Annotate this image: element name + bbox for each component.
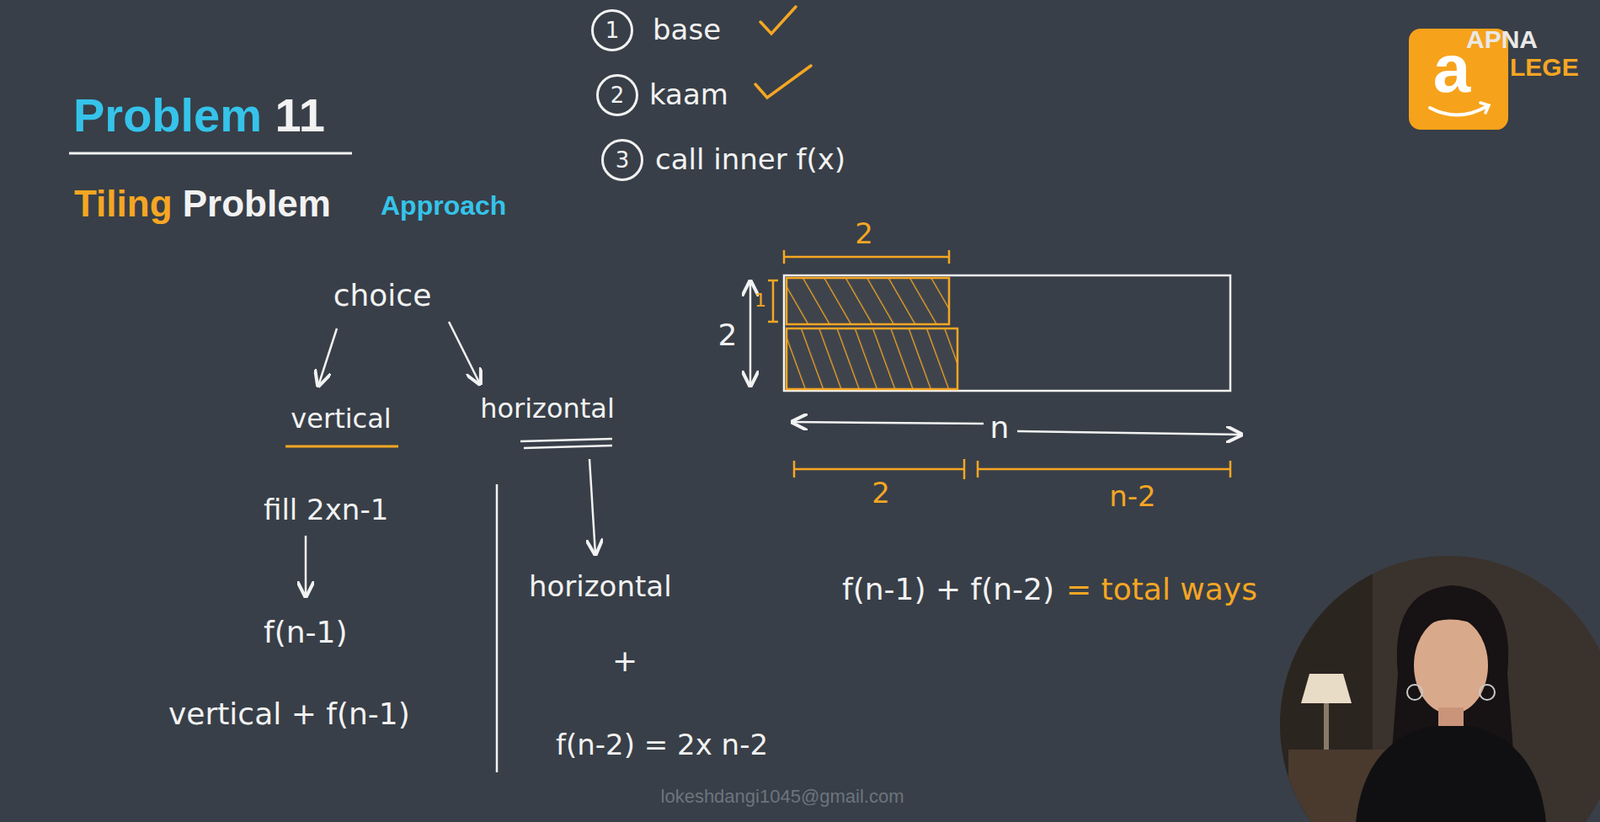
subtitle-tag: Approach [380, 190, 507, 222]
underline [520, 438, 613, 442]
dimension-line [784, 250, 950, 264]
dimension-label: n-2 [1109, 480, 1156, 513]
underline [523, 445, 613, 448]
hand-arrow [318, 328, 337, 386]
check-mark [760, 6, 796, 34]
earring [1407, 684, 1423, 700]
logo-text: LEGE [1509, 53, 1579, 83]
lamp-stand [1323, 703, 1329, 754]
recurrence-term: f(n-1) [263, 614, 347, 650]
case-note: fill 2xn-1 [263, 493, 389, 527]
tile-hatch [786, 277, 950, 325]
hand-arrow [448, 321, 480, 384]
dimension-label: 2 [871, 476, 891, 510]
dimension-arrow [1017, 431, 1242, 435]
dimension-line [768, 280, 779, 322]
choice-heading: choice [333, 277, 432, 313]
earring [1479, 684, 1495, 700]
presenter-video [1271, 547, 1600, 822]
case-note: vertical + f(n-1) [168, 696, 411, 731]
hand-arrow [589, 458, 596, 555]
dimension-line [977, 460, 1231, 478]
choice-option: horizontal [480, 393, 615, 425]
hand-arrow [304, 535, 308, 597]
title-underline [69, 152, 352, 155]
case-note: horizontal [528, 570, 672, 603]
logo-smile [1429, 106, 1488, 116]
step-text: kaam [649, 78, 729, 112]
dimension-line [749, 281, 752, 386]
face [1413, 616, 1488, 715]
logo-text: APNA [1466, 25, 1538, 55]
watermark: lokeshdangi1045@gmail.com [661, 785, 905, 807]
recurrence-result: = total ways [1066, 571, 1258, 607]
choice-option: vertical [290, 403, 391, 435]
step-number: 3 [615, 149, 630, 171]
dimension-label: n [990, 410, 1010, 445]
plus-sign: + [612, 643, 638, 678]
dimension-line [794, 458, 965, 480]
slide-title: Problem 11 [73, 88, 326, 143]
divider-line [496, 484, 499, 773]
dimension-arrow [792, 421, 984, 424]
lamp-shade [1301, 673, 1352, 704]
logo-letter: a [1433, 30, 1472, 108]
recurrence-formula: f(n-1) + f(n-2) [842, 571, 1055, 607]
dimension-label: 2 [854, 217, 874, 251]
step-circle: 3 [601, 138, 644, 182]
step-circle: 1 [591, 9, 634, 52]
tile-hatch [786, 328, 958, 390]
room-wall [1271, 547, 1600, 822]
dimension-label: 1 [754, 289, 767, 311]
subtitle: Tiling Problem [74, 182, 331, 226]
step-number: 2 [610, 84, 625, 107]
step-number: 1 [605, 19, 620, 42]
board-outline [784, 275, 1231, 391]
underline [285, 445, 399, 448]
step-text: call inner f(x) [655, 143, 846, 176]
dimension-label: 2 [718, 317, 738, 352]
recurrence-term: f(n-2) = 2x n-2 [555, 728, 768, 762]
horizontal-tile [786, 277, 950, 325]
top [1355, 725, 1547, 822]
hair [1414, 610, 1487, 640]
step-text: base [652, 13, 721, 47]
step-circle: 2 [596, 74, 639, 117]
check-mark [755, 65, 811, 98]
horizontal-tile [786, 328, 958, 390]
logo-smile [1480, 102, 1489, 113]
